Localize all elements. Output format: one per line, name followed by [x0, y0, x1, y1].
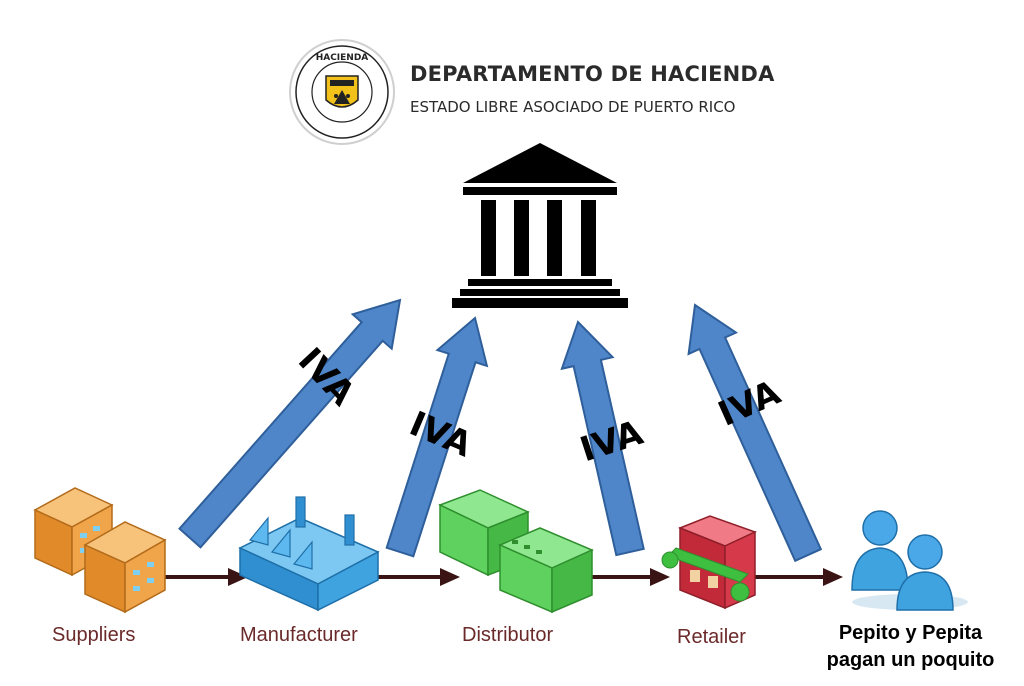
manufacturer-factory-icon: [238, 496, 380, 612]
retailer-store-icon: [661, 515, 757, 610]
node-label-consumers: Pepito y Pepita pagan un poquito: [808, 620, 1013, 674]
tax-arrow-suppliers: [178, 298, 402, 549]
consumers-label-line1: Pepito y Pepita: [838, 622, 983, 644]
government-building-icon: [452, 143, 628, 308]
distributor-warehouse-icon: [438, 489, 594, 614]
tax-arrow-retailer: [687, 303, 823, 563]
node-label-distributor: Distributor: [462, 624, 554, 646]
tax-arrow-manufacturer: [385, 316, 489, 558]
node-label-manufacturer: Manufacturer: [240, 624, 358, 646]
suppliers-buildings-icon: [33, 487, 167, 614]
svg-text:HACIENDA: HACIENDA: [316, 53, 369, 63]
department-title: DEPARTAMENTO DE HACIENDA: [410, 62, 775, 86]
node-label-suppliers: Suppliers: [52, 624, 136, 646]
flow-arrow-distributor-retailer: [590, 568, 670, 586]
flow-arrows: [150, 568, 843, 586]
flow-arrow-manufacturer-distributor: [372, 568, 460, 586]
consumers-people-icon: [851, 510, 968, 611]
node-label-retailer: Retailer: [677, 626, 746, 648]
tax-arrow-distributor: [560, 320, 645, 557]
tax-arrows: [178, 298, 823, 563]
hacienda-seal-icon: HACIENDA: [289, 39, 395, 145]
department-subtitle: ESTADO LIBRE ASOCIADO DE PUERTO RICO: [410, 98, 736, 116]
flow-arrow-retailer-consumers: [745, 568, 843, 586]
consumers-label-line2: pagan un poquito: [826, 649, 995, 671]
